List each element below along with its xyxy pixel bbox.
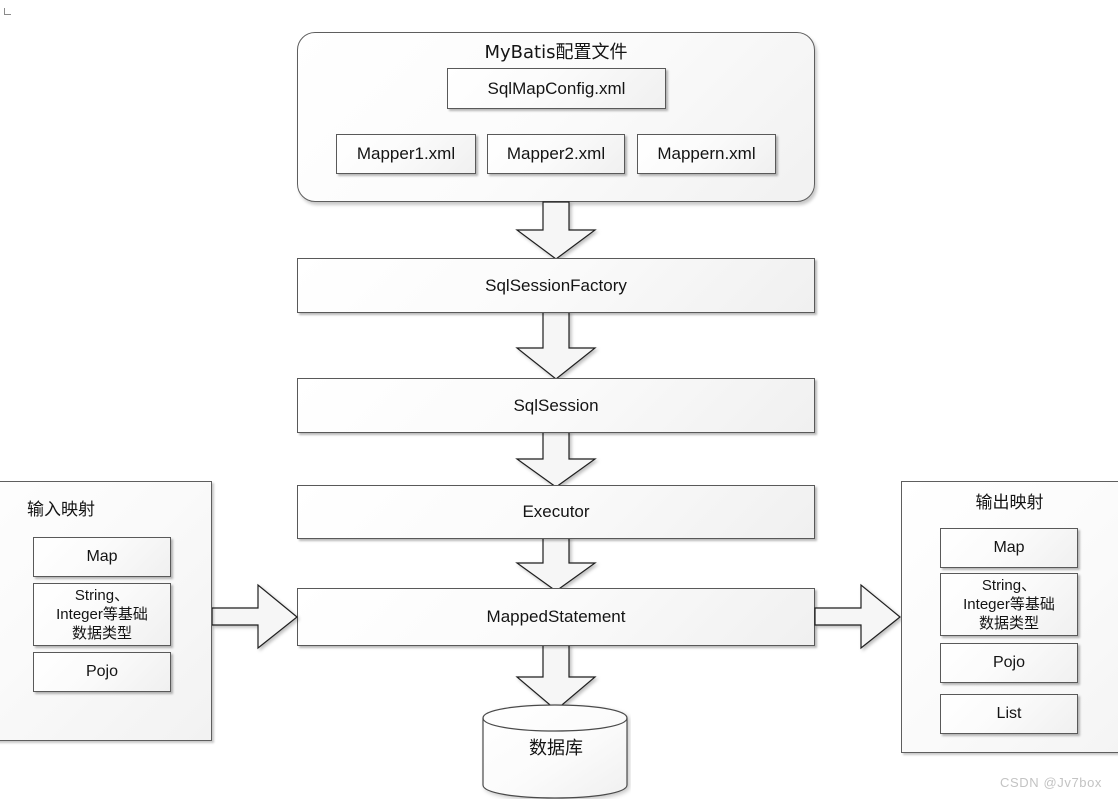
mapper2-box[interactable]: Mapper2.xml <box>487 134 625 174</box>
arrow-down-icon-2 <box>515 311 597 380</box>
input-mapping-title: 输入映射 <box>27 499 95 520</box>
input-item-map[interactable]: Map <box>33 537 171 577</box>
arrow-down-icon-5 <box>515 644 597 711</box>
corner-mark <box>4 8 11 15</box>
output-item-pojo[interactable]: Pojo <box>940 643 1078 683</box>
output-item-basic-types[interactable]: String、 Integer等基础 数据类型 <box>940 573 1078 636</box>
arrow-right-icon-input <box>211 583 298 650</box>
mappern-box[interactable]: Mappern.xml <box>637 134 776 174</box>
output-item-map[interactable]: Map <box>940 528 1078 568</box>
arrow-down-icon-4 <box>515 537 597 592</box>
input-item-pojo[interactable]: Pojo <box>33 652 171 692</box>
sqlsessionfactory-box[interactable]: SqlSessionFactory <box>297 258 815 313</box>
executor-box[interactable]: Executor <box>297 485 815 539</box>
arrow-right-icon-output <box>814 583 901 650</box>
output-item-list[interactable]: List <box>940 694 1078 734</box>
database-cylinder[interactable] <box>481 703 631 799</box>
mappedstatement-box[interactable]: MappedStatement <box>297 588 815 646</box>
watermark: CSDN @Jv7box <box>1000 775 1103 790</box>
sqlmapconfig-box[interactable]: SqlMapConfig.xml <box>447 68 666 109</box>
mapper1-box[interactable]: Mapper1.xml <box>336 134 476 174</box>
config-container-title: MyBatis配置文件 <box>484 42 628 63</box>
arrow-down-icon-3 <box>515 431 597 488</box>
output-mapping-title: 输出映射 <box>975 492 1044 513</box>
arrow-down-icon-1 <box>515 201 597 260</box>
sqlsession-box[interactable]: SqlSession <box>297 378 815 433</box>
input-item-basic-types[interactable]: String、 Integer等基础 数据类型 <box>33 583 171 646</box>
database-label: 数据库 <box>529 738 583 759</box>
